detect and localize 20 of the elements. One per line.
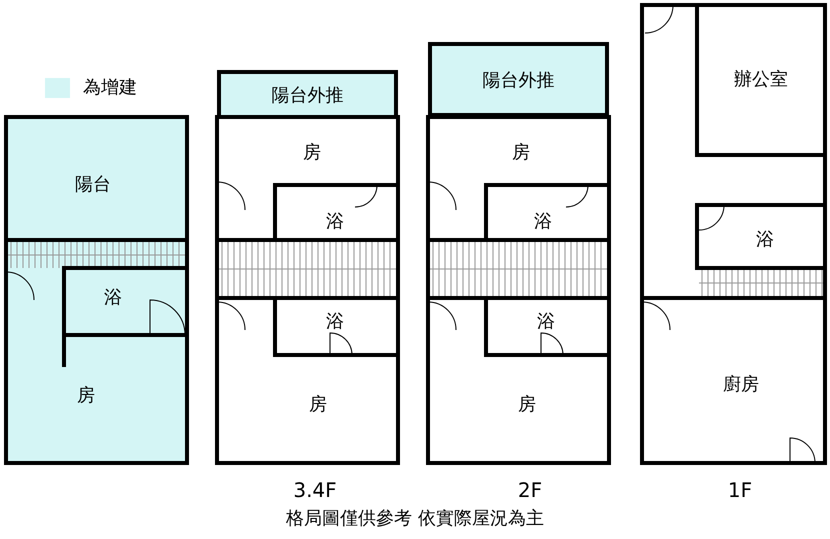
caption: 格局圖僅供參考 依實際屋況為主 bbox=[286, 509, 544, 529]
room-label: 浴 bbox=[756, 230, 774, 250]
floor-label: 2F bbox=[518, 479, 542, 501]
room-label: 浴 bbox=[104, 288, 122, 308]
floor-label: 1F bbox=[728, 479, 752, 501]
room-label: 浴 bbox=[534, 212, 552, 232]
room-label: 陽台 bbox=[75, 175, 111, 195]
room-label: 浴 bbox=[326, 312, 344, 332]
room-label: 浴 bbox=[537, 312, 555, 332]
room-label: 浴 bbox=[326, 212, 344, 232]
room-label: 房 bbox=[512, 143, 530, 163]
balcony-box: 陽台外推 bbox=[428, 42, 609, 117]
legend-label: 為增建 bbox=[83, 78, 137, 98]
room-label: 辦公室 bbox=[734, 70, 788, 90]
room-label: 房 bbox=[77, 386, 95, 406]
floor-label: 3.4F bbox=[293, 479, 337, 501]
room-label: 房 bbox=[309, 395, 327, 415]
room-label: 房 bbox=[518, 395, 536, 415]
room-label: 房 bbox=[303, 143, 321, 163]
room-label: 廚房 bbox=[723, 375, 759, 395]
